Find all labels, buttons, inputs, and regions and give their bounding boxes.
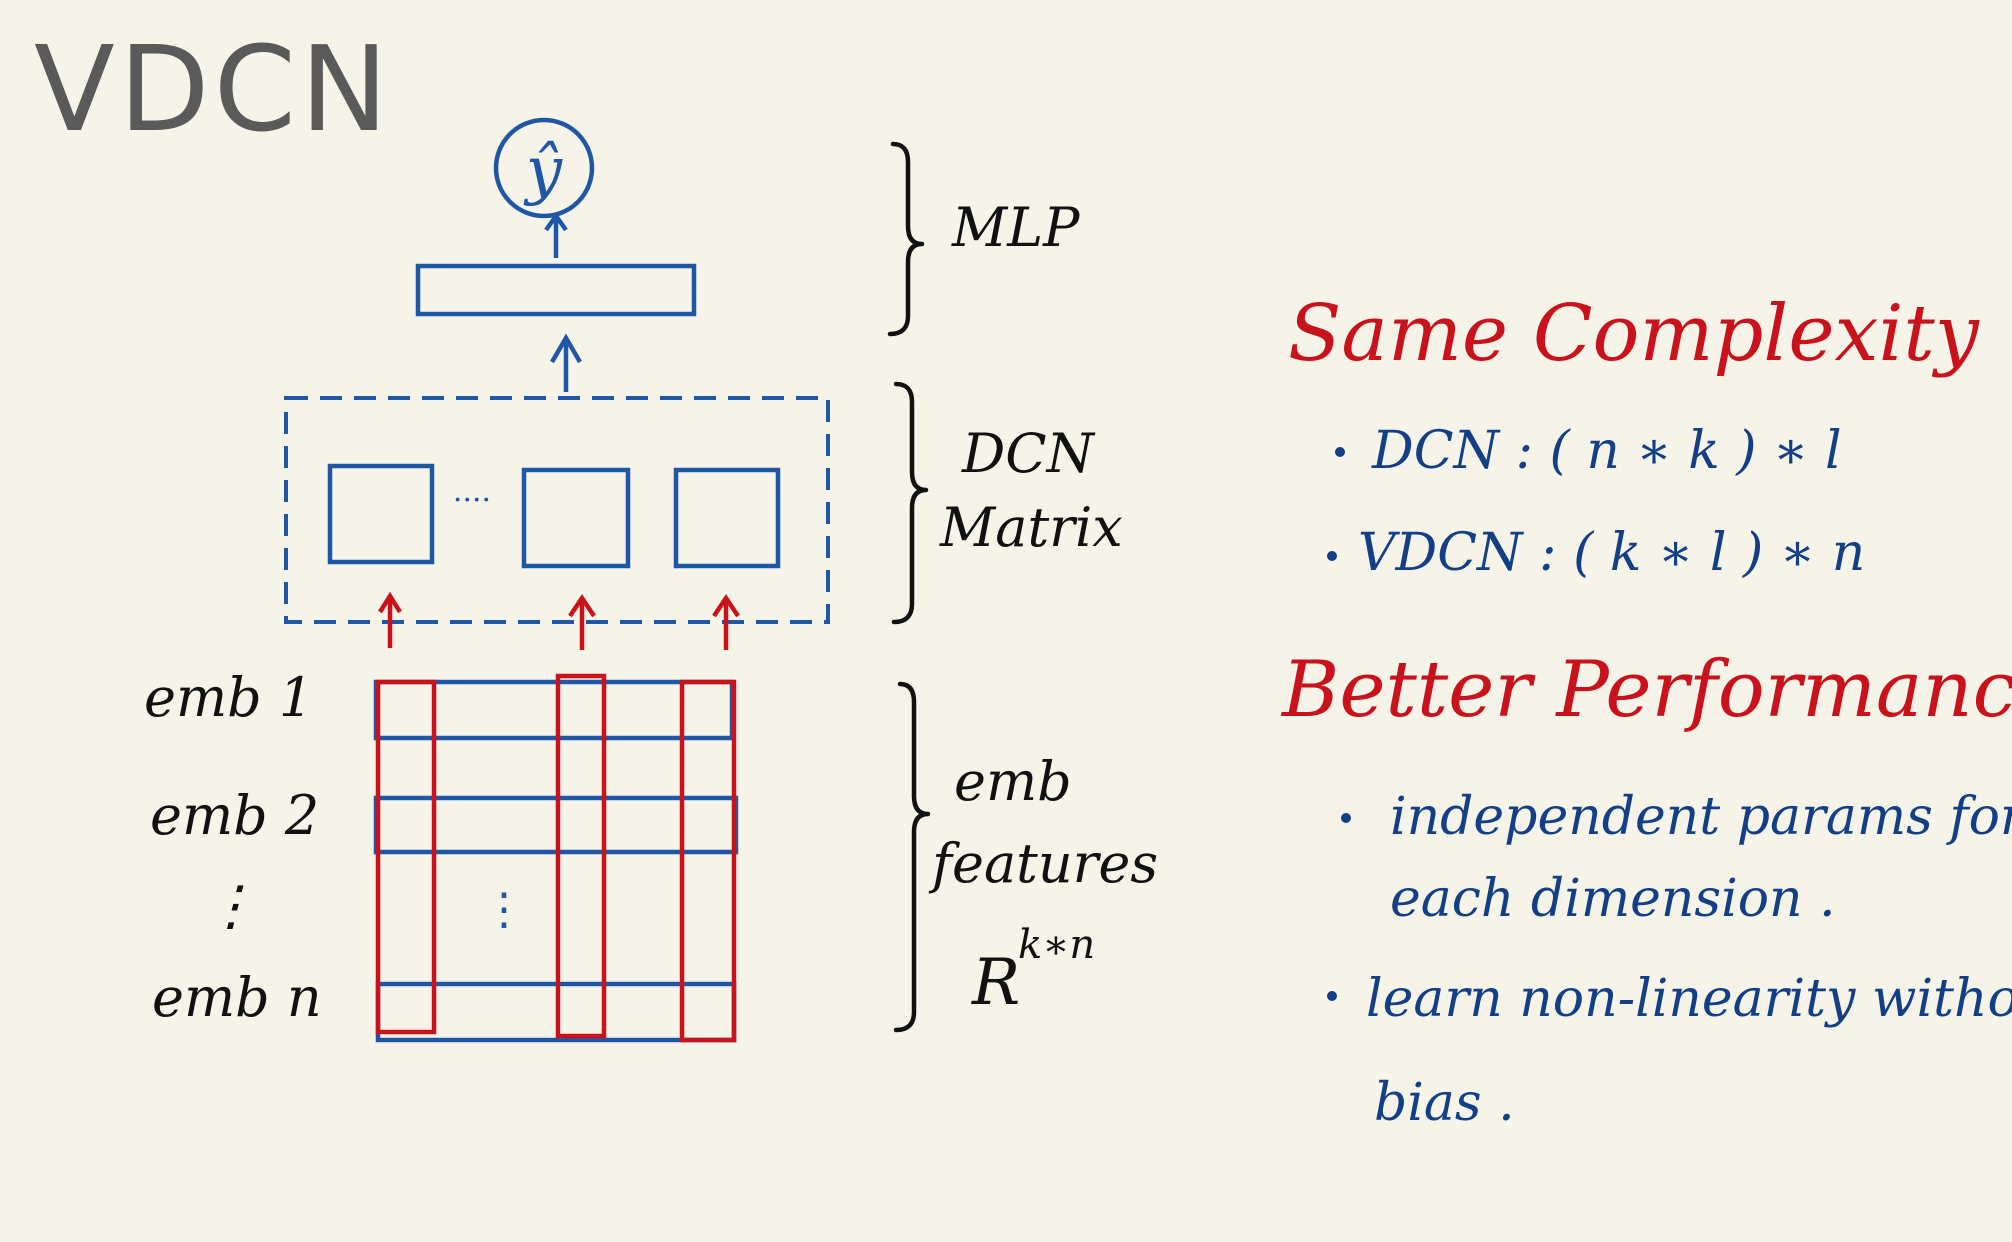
output-symbol: ŷ [523, 134, 563, 208]
dcn-matrix-1 [327, 463, 435, 565]
emb-row-1 [373, 679, 735, 741]
row-label-dots: ⋮ [204, 874, 258, 937]
arrow-emb-to-dcn-3 [712, 593, 740, 650]
heading-better-performance: Better Performance [1280, 645, 2012, 735]
emb-matrix-exponent: k∗n [1018, 922, 1095, 968]
bullet-dot [1335, 447, 1345, 457]
heading-same-complexity: Same Complexity [1288, 289, 1980, 379]
emb-column-2 [555, 673, 607, 1039]
dcn-brace [891, 381, 929, 625]
arrow-mlp-to-output [544, 212, 568, 258]
output-node: ŷ [493, 117, 595, 219]
dcn-label-line2: Matrix [939, 496, 1123, 559]
emb-matrix-ellipsis: ⋮ [482, 884, 526, 935]
arrow-emb-to-dcn-1 [378, 591, 402, 648]
emb-brace [893, 681, 931, 1033]
emb-column-1 [375, 679, 437, 1035]
row-label-emb1: emb 1 [144, 666, 313, 729]
row-label-emb2: emb 2 [150, 784, 319, 847]
emb-column-3 [679, 679, 737, 1043]
emb-label-line1: emb [954, 750, 1072, 813]
arrow-dcn-to-mlp [550, 333, 582, 392]
complexity-vdcn: VDCN : ( k ∗ l ) ∗ n [1358, 523, 1865, 583]
complexity-dcn: DCN : ( n ∗ k ) ∗ l [1371, 421, 1842, 481]
dcn-matrix-2 [521, 467, 631, 569]
dcn-matrix-3 [673, 467, 781, 569]
perf-item-2-line2: bias . [1374, 1073, 1515, 1133]
bullet-dot [1327, 551, 1337, 561]
page-title: VDCN [34, 20, 392, 158]
perf-item-1-line2: each dimension . [1390, 869, 1836, 929]
perf-item-2-line1: learn non-linearity without [1366, 969, 2012, 1029]
mlp-brace [887, 141, 925, 337]
dcn-ellipsis: ···· [453, 483, 491, 518]
embedding-matrix: ⋮ [373, 673, 739, 1043]
bullet-dot [1327, 991, 1337, 1001]
arrow-emb-to-dcn-2 [568, 593, 596, 650]
row-label-embn: emb n [152, 966, 322, 1029]
dcn-label-line1: DCN [961, 422, 1096, 485]
mlp-layer-box [415, 263, 697, 317]
mlp-label: MLP [951, 196, 1081, 259]
dcn-matrix-container [284, 396, 830, 624]
emb-matrix-base: R [971, 946, 1020, 1020]
bullet-dot [1341, 813, 1351, 823]
emb-label-line2: features [928, 832, 1158, 895]
perf-item-1-line1: independent params for [1390, 787, 2012, 847]
